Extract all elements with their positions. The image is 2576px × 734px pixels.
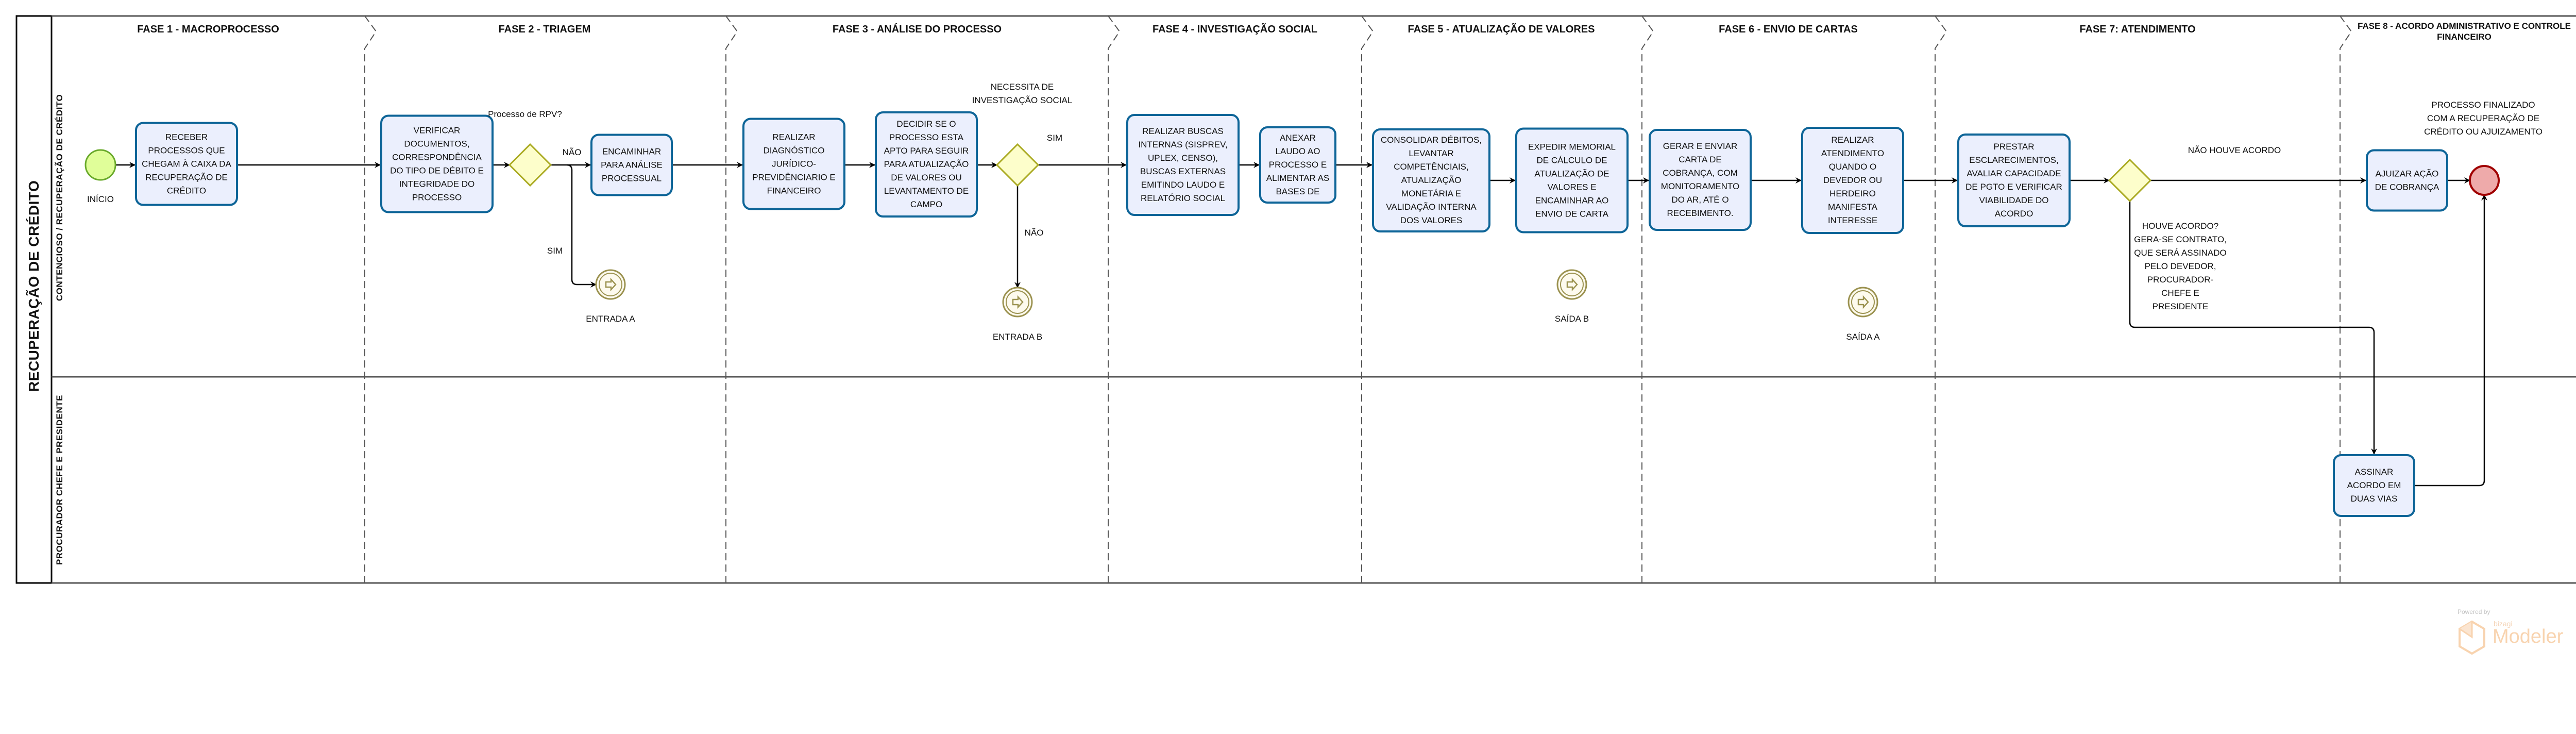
gateway-rpv-label: Processo de RPV? bbox=[488, 109, 562, 119]
task-verificar-documentos[interactable]: VERIFICAR DOCUMENTOS, CORRESPONDÊNCIA DO… bbox=[380, 114, 494, 213]
task-decidir-apto[interactable]: DECIDIR SE O PROCESSO ESTA APTO PARA SEG… bbox=[875, 111, 978, 218]
task-encaminhar-analise[interactable]: ENCAMINHAR PARA ANÁLISE PROCESSUAL bbox=[590, 134, 673, 196]
saida-b-label: SAÍDA B bbox=[1554, 314, 1589, 324]
phase-separator bbox=[1361, 15, 1374, 583]
lane-label-contencioso: CONTENCIOSO / RECUPERAÇÃO DE CRÉDITO bbox=[55, 94, 64, 301]
task-realizar-atendimento[interactable]: REALIZAR ATENDIMENTO QUANDO O DEVEDOR OU… bbox=[1801, 127, 1904, 234]
link-event-entrada-b[interactable] bbox=[1002, 287, 1033, 318]
flow-label-nao-houve-acordo: NÃO HOUVE ACORDO bbox=[2188, 145, 2281, 155]
gateway-acordo-label: HOUVE ACORDO? GERA-SE CONTRATO, QUE SERÁ… bbox=[2134, 221, 2227, 311]
phase-title-8: FASE 8 - ACORDO ADMINISTRATIVO E CONTROL… bbox=[2358, 21, 2571, 42]
end-event-label: PROCESSO FINALIZADO COM A RECUPERAÇÃO DE… bbox=[2424, 100, 2543, 137]
phase-title-2: FASE 2 - TRIAGEM bbox=[498, 24, 591, 35]
sequence-flow bbox=[2129, 201, 2377, 455]
phase-separators bbox=[364, 15, 2352, 583]
phase-separator bbox=[1108, 15, 1121, 583]
task-realizar-buscas[interactable]: REALIZAR BUSCAS INTERNAS (SISPREV, UPLEX… bbox=[1126, 114, 1240, 216]
gateway-investigacao-label: NECESSITA DE INVESTIGAÇÃO SOCIAL bbox=[972, 82, 1073, 105]
phase-title-3: FASE 3 - ANÁLISE DO PROCESSO bbox=[832, 24, 1002, 35]
product-text: Modeler bbox=[2493, 626, 2564, 647]
sequence-flow bbox=[566, 164, 597, 288]
flow-label-rpv-nao: NÃO bbox=[562, 147, 582, 157]
gateway-investigacao[interactable] bbox=[995, 143, 1040, 187]
end-event[interactable] bbox=[2469, 165, 2500, 196]
task-realizar-diagnostico[interactable]: REALIZAR DIAGNÓSTICO JURÍDICO-PREVIDÊNCI… bbox=[742, 118, 845, 210]
lane-label-procurador: PROCURADOR CHEFE E PRESIDENTE bbox=[55, 395, 64, 565]
task-receber-processos[interactable]: RECEBER PROCESSOS QUE CHEGAM À CAIXA DA … bbox=[135, 122, 238, 206]
powered-by-text: Powered by bbox=[2458, 608, 2490, 615]
phase-title-5: FASE 5 - ATUALIZAÇÃO DE VALORES bbox=[1408, 24, 1595, 35]
saida-a-label: SAÍDA A bbox=[1846, 332, 1880, 342]
bizagi-hexagon-icon bbox=[2459, 620, 2485, 655]
phase-separator bbox=[364, 15, 377, 583]
task-expedir-memorial[interactable]: EXPEDIR MEMORIAL DE CÁLCULO DE ATUALIZAÇ… bbox=[1515, 127, 1629, 233]
link-event-saida-b[interactable] bbox=[1556, 269, 1587, 300]
gateway-acordo[interactable] bbox=[2108, 158, 2152, 203]
pool-title: RECUPERAÇÃO DE CRÉDITO bbox=[26, 180, 42, 392]
task-assinar-acordo[interactable]: ASSINAR ACORDO EM DUAS VIAS bbox=[2333, 454, 2415, 517]
task-gerar-carta[interactable]: GERAR E ENVIAR CARTA DE COBRANÇA, COM MO… bbox=[1649, 129, 1752, 231]
phase-separator bbox=[2340, 15, 2352, 583]
task-prestar-esclarecimentos[interactable]: PRESTAR ESCLARECIMENTOS, AVALIAR CAPACID… bbox=[1957, 134, 2071, 227]
pool bbox=[15, 15, 2576, 584]
link-event-entrada-a[interactable] bbox=[595, 269, 626, 300]
start-event[interactable] bbox=[84, 149, 116, 181]
flow-label-inv-nao: NÃO bbox=[1024, 228, 1044, 238]
phase-separator bbox=[725, 15, 738, 583]
flow-label-rpv-sim: SIM bbox=[547, 246, 563, 256]
sequence-flow bbox=[2415, 194, 2487, 487]
phase-separator bbox=[1935, 15, 1947, 583]
gateway-rpv[interactable] bbox=[508, 143, 552, 187]
task-consolidar-debitos[interactable]: CONSOLIDAR DÉBITOS, LEVANTAR COMPETÊNCIA… bbox=[1372, 128, 1490, 232]
task-anexar-laudo[interactable]: ANEXAR LAUDO AO PROCESSO E ALIMENTAR AS … bbox=[1259, 126, 1336, 204]
entrada-a-label: ENTRADA A bbox=[586, 314, 635, 324]
task-ajuizar-acao[interactable]: AJUIZAR AÇÃO DE COBRANÇA bbox=[2366, 149, 2448, 212]
bizagi-modeler-logo: Powered by bizagi Modeler bbox=[2458, 608, 2576, 660]
phase-separator bbox=[1641, 15, 1654, 583]
link-event-saida-a[interactable] bbox=[1848, 287, 1878, 318]
brand-text: bizagi bbox=[2494, 620, 2513, 628]
phase-title-6: FASE 6 - ENVIO DE CARTAS bbox=[1719, 24, 1858, 35]
start-event-label: INÍCIO bbox=[87, 194, 114, 204]
flow-label-inv-sim: SIM bbox=[1046, 133, 1063, 143]
phase-title-4: FASE 4 - INVESTIGAÇÃO SOCIAL bbox=[1152, 24, 1318, 35]
phase-title-7: FASE 7: ATENDIMENTO bbox=[2079, 24, 2196, 35]
phase-title-1: FASE 1 - MACROPROCESSO bbox=[137, 24, 279, 35]
entrada-b-label: ENTRADA B bbox=[992, 332, 1043, 342]
